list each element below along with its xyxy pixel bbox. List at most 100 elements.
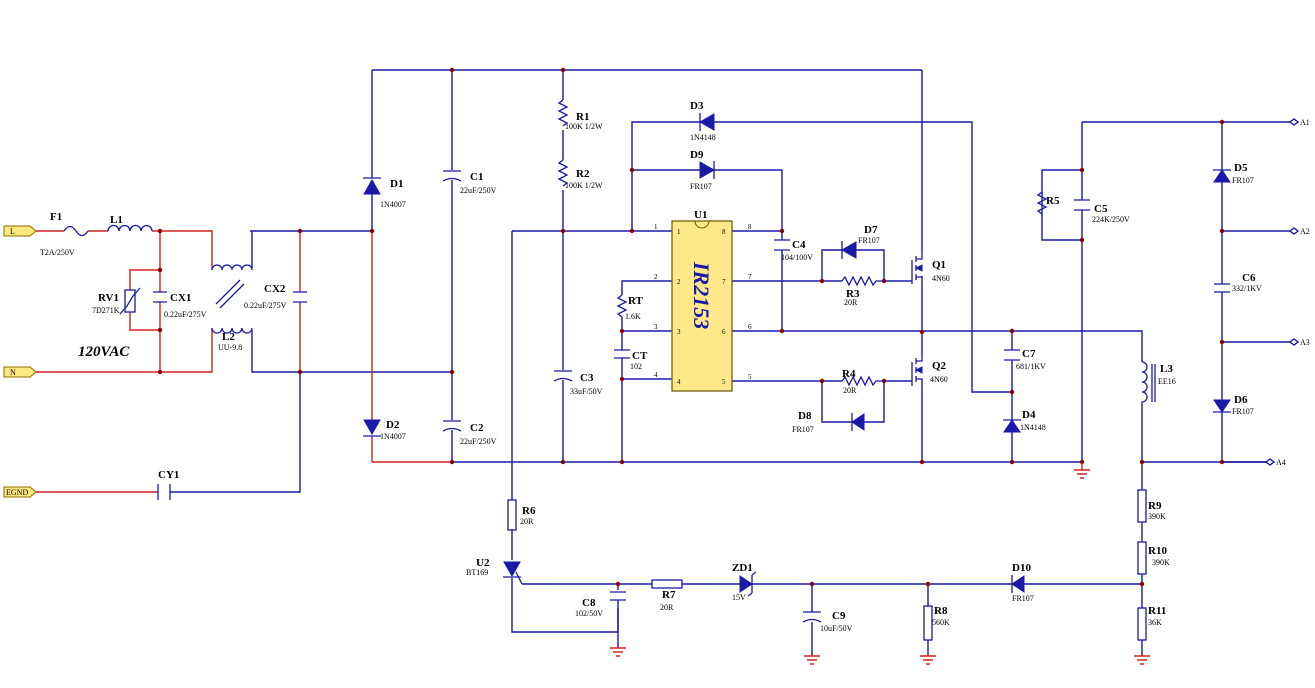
junctions [157,67,1225,587]
diode-d7: D7 FR107 [840,224,880,259]
svg-text:D1: D1 [390,178,403,190]
svg-text:A1: A1 [1300,118,1310,127]
transformer-l2: L2 UU-9.8 [211,264,253,352]
svg-text:20R: 20R [844,298,858,307]
diode-d3: D3 1N4148 [690,100,716,142]
port-a2: A2 [1288,227,1310,236]
svg-text:Q2: Q2 [932,360,947,372]
svg-text:7D271K: 7D271K [92,306,120,315]
svg-text:1.6K: 1.6K [625,312,641,321]
resistor-r7: R7 20R [651,579,683,612]
svg-text:R4: R4 [842,368,856,380]
svg-text:C4: C4 [792,239,806,251]
port-a4: A4 [1264,458,1286,467]
resistor-r3: R3 20R [841,275,884,307]
svg-text:560K: 560K [932,618,950,627]
svg-text:D9: D9 [690,149,704,161]
svg-text:CT: CT [632,350,648,362]
svg-text:390K: 390K [1148,512,1166,521]
svg-text:T2A/250V: T2A/250V [40,248,75,257]
capacitor-c2: C2 22uF/250V [442,420,497,446]
diode-d10: D10 FR107 [1011,562,1034,603]
port-egnd: EGND [3,486,37,498]
svg-text:4: 4 [654,371,658,379]
zener-zd1: ZD1 15V [732,562,757,602]
svg-text:C6: C6 [1242,272,1256,284]
svg-text:15V: 15V [732,593,746,602]
svg-text:20R: 20R [660,603,674,612]
svg-text:7: 7 [722,278,726,286]
capacitor-c9: C9 10uF/50V [802,610,853,633]
svg-text:D3: D3 [690,100,704,112]
svg-text:IR2153: IR2153 [689,261,714,329]
svg-text:1N4148: 1N4148 [690,133,716,142]
resistor-rt: RT 1.6K [616,294,644,321]
svg-text:C1: C1 [470,171,483,183]
svg-text:R10: R10 [1148,545,1167,557]
ic-u1: U1 IR2153 1 2 3 4 5 6 7 8 1 2 3 4 5 6 7 … [654,209,752,392]
svg-text:D6: D6 [1234,394,1248,406]
svg-text:R7: R7 [662,589,676,601]
capacitor-c7: C7 681/1KV [1004,348,1046,371]
capacitor-c4: C4 104/100V [774,239,813,262]
svg-text:104/100V: 104/100V [781,253,813,262]
svg-text:R5: R5 [1046,195,1060,207]
svg-text:8: 8 [722,228,726,236]
svg-text:1: 1 [677,228,681,236]
svg-text:R1: R1 [576,111,589,123]
resistor-r5: R5 [1036,191,1060,215]
resistor-r6: R6 20R [507,499,536,531]
svg-text:102/50V: 102/50V [575,609,603,618]
svg-text:N: N [10,368,16,377]
svg-text:224K/250V: 224K/250V [1092,215,1130,224]
capacitor-cx1: CX1 0.22uF/275V [153,291,207,319]
capacitor-c1: C1 22uF/250V [442,170,497,195]
svg-text:CY1: CY1 [158,469,179,481]
svg-text:1N4148: 1N4148 [1020,423,1046,432]
svg-text:8: 8 [748,223,752,231]
svg-text:7: 7 [748,273,752,281]
svg-text:R3: R3 [846,288,860,300]
fuse-f1: F1 T2A/250V [40,211,89,257]
ground-symbols [610,462,1150,665]
svg-text:5: 5 [722,378,726,386]
inductor-l1: L1 [107,214,153,232]
svg-text:3: 3 [677,328,681,336]
capacitor-c8: C8 102/50V [575,591,626,618]
svg-text:D5: D5 [1234,162,1248,174]
diode-d9: D9 FR107 [690,149,716,191]
resistor-r10: R10 390K [1137,541,1170,575]
svg-text:6: 6 [748,323,752,331]
svg-text:CX2: CX2 [264,283,286,295]
svg-text:FR107: FR107 [690,182,712,191]
svg-text:R2: R2 [576,168,590,180]
wires [36,69,1290,656]
svg-text:6: 6 [722,328,726,336]
svg-text:22uF/250V: 22uF/250V [460,186,497,195]
svg-text:EGND: EGND [6,488,28,497]
svg-text:R9: R9 [1148,500,1162,512]
resistor-r11: R11 36K [1137,605,1166,641]
svg-text:1: 1 [654,223,658,231]
svg-text:U1: U1 [694,209,707,221]
resistor-r2: R2 100K 1/2W [557,159,603,190]
svg-text:A2: A2 [1300,227,1310,236]
svg-text:102: 102 [630,362,642,371]
svg-text:D10: D10 [1012,562,1031,574]
scr-u2: U2 BT169 [466,557,523,585]
svg-text:C5: C5 [1094,203,1108,215]
mosfet-q1: Q1 4N60 [911,252,950,284]
svg-text:A3: A3 [1300,338,1310,347]
svg-text:FR107: FR107 [1232,407,1254,416]
svg-text:FR107: FR107 [1012,594,1034,603]
svg-text:1N4007: 1N4007 [380,200,406,209]
capacitor-cy1: CY1 [157,469,179,500]
diode-d1: D1 1N4007 [363,177,406,209]
svg-text:4N60: 4N60 [932,274,950,283]
diode-d5: D5 FR107 [1213,162,1254,185]
svg-text:D8: D8 [798,410,812,422]
svg-text:F1: F1 [50,211,62,223]
svg-text:R8: R8 [934,605,948,617]
svg-text:0.22uF/275V: 0.22uF/275V [164,310,207,319]
